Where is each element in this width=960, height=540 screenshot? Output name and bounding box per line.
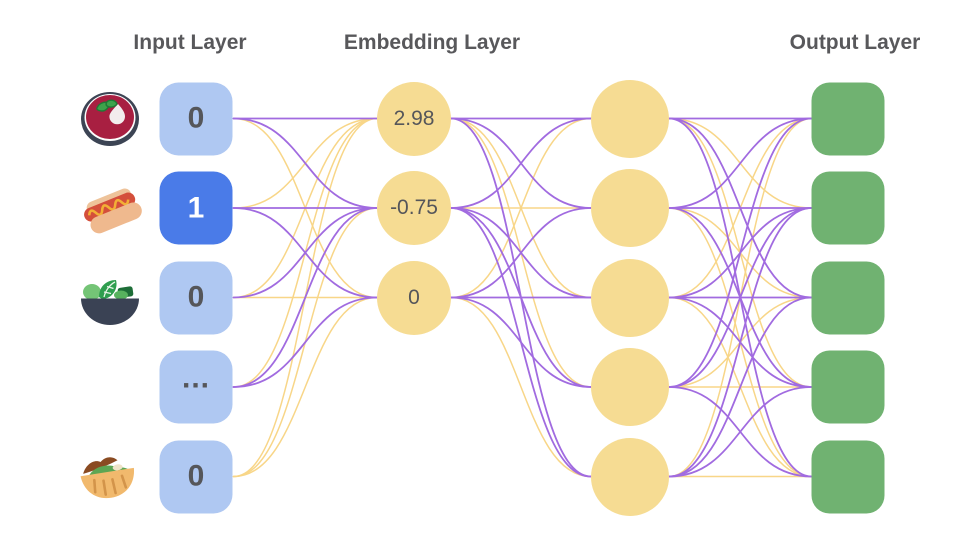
- edge-purple: [668, 207, 813, 478]
- embedding-node-value: 2.98: [393, 106, 435, 130]
- edge-purple: [668, 117, 813, 209]
- input-node-value: 0: [187, 101, 205, 135]
- hidden-node: [591, 437, 669, 516]
- edge-purple: [450, 207, 592, 299]
- hidden-node: [591, 169, 669, 247]
- input-node: 1: [159, 171, 233, 245]
- input-node: 0: [159, 82, 233, 155]
- pita-icon: [80, 456, 134, 498]
- output-node: [811, 350, 885, 424]
- input-node-value: 0: [187, 459, 205, 493]
- edge-purple: [232, 207, 378, 388]
- edge-yellow: [450, 296, 592, 478]
- input-node: 0: [159, 440, 233, 513]
- input-node-value: 1: [187, 191, 205, 224]
- hidden-node: [591, 79, 669, 158]
- edge-purple: [232, 296, 378, 388]
- edge-purple: [232, 207, 378, 299]
- edge-yellow: [232, 296, 378, 478]
- edge-purple: [450, 296, 592, 388]
- embedding-node: 0: [377, 260, 451, 335]
- hotdog-icon: [84, 188, 142, 234]
- input-layer-title: Input Layer: [133, 31, 247, 54]
- borscht-icon: [81, 91, 139, 146]
- edge-purple: [668, 117, 813, 388]
- output-node: [811, 440, 885, 513]
- embedding-node-value: 0: [408, 285, 420, 309]
- hidden-node: [591, 348, 669, 426]
- output-node: [811, 171, 885, 245]
- embedding-node-value: -0.75: [390, 196, 438, 219]
- input-node-value: 0: [187, 280, 205, 314]
- output-node: [811, 261, 885, 334]
- edge-purple: [668, 296, 813, 478]
- embedding-node: 2.98: [377, 81, 451, 156]
- salad-icon: [81, 279, 139, 325]
- hidden-node: [591, 258, 669, 337]
- output-layer-title: Output Layer: [789, 31, 921, 54]
- edge-purple: [668, 207, 813, 388]
- input-node: ...: [159, 350, 233, 424]
- input-node: 0: [159, 261, 233, 334]
- edge-purple: [450, 117, 592, 209]
- embedding-node: -0.75: [377, 171, 451, 245]
- input-node-value: ...: [181, 361, 210, 395]
- embedding-layer-title: Embedding Layer: [343, 31, 521, 54]
- edge-purple: [668, 386, 813, 478]
- edge-purple: [232, 117, 378, 209]
- edge-yellow: [450, 117, 592, 299]
- output-node: [811, 82, 885, 155]
